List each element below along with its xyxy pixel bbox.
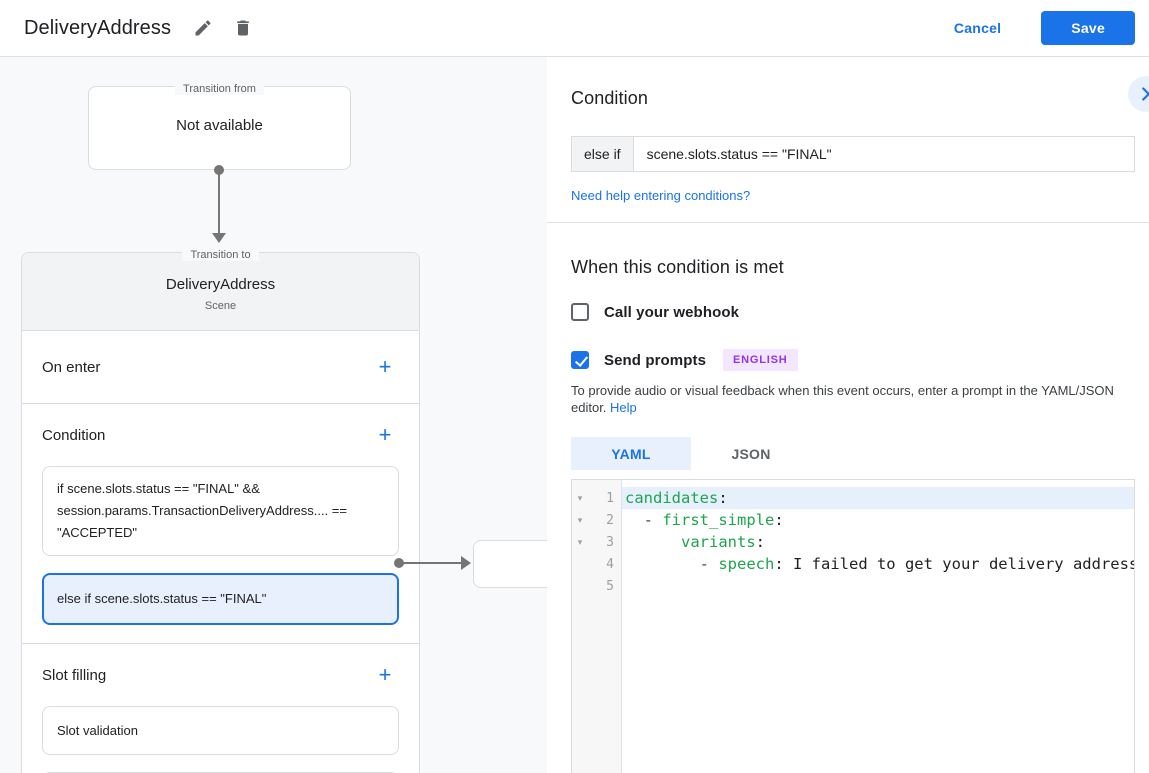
code-line: variants: bbox=[622, 531, 1134, 553]
send-prompts-label: Send prompts bbox=[604, 351, 707, 369]
language-badge: ENGLISH bbox=[723, 349, 798, 371]
scene-node-card: Transition to DeliveryAddress Scene On e… bbox=[21, 249, 420, 773]
fold-toggle-icon[interactable]: ▾ bbox=[577, 493, 583, 503]
condition-expression-input[interactable] bbox=[633, 137, 1134, 171]
send-prompts-checkbox[interactable] bbox=[571, 351, 589, 369]
scene-node-subtitle: Scene bbox=[204, 300, 237, 312]
prompts-help-link[interactable]: Help bbox=[610, 400, 637, 415]
transition-from-content: Not available bbox=[176, 117, 263, 134]
arrow-right-icon bbox=[461, 556, 471, 570]
slot-items: Slot validationTransactionDeliveryAddres… bbox=[42, 706, 399, 773]
condition-heading: Condition bbox=[571, 88, 648, 108]
gutter-row: 5 bbox=[572, 575, 621, 597]
gutter-row: ▾1 bbox=[572, 487, 621, 509]
condition-item[interactable]: if scene.slots.status == "FINAL" && sess… bbox=[42, 466, 399, 556]
arrow-down-icon bbox=[212, 233, 226, 243]
webhook-row: Call your webhook bbox=[571, 303, 1137, 321]
code-line: - speech: I failed to get your delivery … bbox=[622, 553, 1134, 575]
save-button[interactable]: Save bbox=[1041, 11, 1135, 45]
gutter-row: ▾3 bbox=[572, 531, 621, 553]
add-condition-button[interactable]: + bbox=[371, 421, 399, 449]
on-enter-section: On enter + bbox=[22, 331, 419, 404]
connector-line-vertical bbox=[218, 170, 220, 234]
code-segment: - bbox=[643, 511, 663, 529]
call-webhook-label: Call your webhook bbox=[604, 303, 740, 321]
line-number: 1 bbox=[606, 490, 614, 506]
page-title: DeliveryAddress bbox=[24, 16, 172, 39]
section-divider bbox=[547, 222, 1149, 223]
line-number: 5 bbox=[606, 578, 614, 594]
condition-section: Condition + if scene.slots.status == "FI… bbox=[22, 404, 419, 644]
main-area: Transition from Not available Transition… bbox=[0, 57, 1149, 773]
flow-diagram-pane: Transition from Not available Transition… bbox=[0, 57, 547, 773]
condition-section-label: Condition bbox=[42, 426, 106, 444]
line-number: 2 bbox=[606, 512, 614, 528]
prompts-description-text: To provide audio or visual feedback when… bbox=[571, 383, 1114, 415]
tab-json[interactable]: JSON bbox=[731, 445, 771, 462]
code-segment bbox=[625, 555, 700, 573]
add-slot-button[interactable]: + bbox=[371, 661, 399, 689]
transition-target-node[interactable] bbox=[473, 540, 547, 588]
transition-from-legend: Transition from bbox=[89, 79, 350, 97]
tab-yaml[interactable]: YAML bbox=[571, 437, 691, 470]
code-segment bbox=[625, 533, 681, 551]
slot-item[interactable]: Slot validation bbox=[42, 706, 399, 755]
gutter-row: 4 bbox=[572, 553, 621, 575]
edit-title-button[interactable] bbox=[185, 10, 221, 46]
when-condition-met-heading: When this condition is met bbox=[571, 257, 784, 277]
condition-editor-pane: Condition else if Need help entering con… bbox=[547, 57, 1149, 773]
code-line: candidates: bbox=[622, 487, 1134, 509]
code-segment: first_simple bbox=[662, 511, 775, 529]
code-segment: : bbox=[718, 489, 728, 507]
code-line: - first_simple: bbox=[622, 509, 1134, 531]
condition-input-group: else if bbox=[571, 136, 1135, 172]
top-bar: DeliveryAddress Cancel Save bbox=[0, 0, 1149, 57]
pencil-icon bbox=[195, 20, 211, 36]
line-number: 3 bbox=[606, 534, 614, 550]
fold-toggle-icon[interactable]: ▾ bbox=[577, 515, 583, 525]
condition-item-selected[interactable]: else if scene.slots.status == "FINAL" bbox=[42, 573, 399, 625]
gutter-row: ▾2 bbox=[572, 509, 621, 531]
code-segment: : bbox=[755, 533, 765, 551]
scene-node-title: DeliveryAddress bbox=[165, 276, 276, 293]
chevron-right-icon bbox=[1142, 87, 1149, 101]
editor-tabs: YAML JSON bbox=[571, 437, 1137, 470]
connector-line-horizontal bbox=[399, 562, 463, 564]
code-segment: : I failed to get your delivery address bbox=[774, 555, 1134, 573]
code-segment: candidates bbox=[625, 489, 719, 507]
call-webhook-checkbox[interactable] bbox=[571, 303, 589, 321]
scene-node-header[interactable]: DeliveryAddress Scene bbox=[22, 253, 419, 331]
code-segment: : bbox=[774, 511, 784, 529]
slot-filling-label: Slot filling bbox=[42, 666, 107, 684]
send-prompts-row: Send prompts ENGLISH bbox=[571, 349, 1137, 371]
code-line bbox=[622, 575, 1134, 597]
fold-toggle-icon[interactable]: ▾ bbox=[577, 537, 583, 547]
conditions-help-link[interactable]: Need help entering conditions? bbox=[571, 188, 751, 203]
cancel-button[interactable]: Cancel bbox=[936, 11, 1019, 45]
trash-icon bbox=[237, 20, 249, 36]
condition-items: if scene.slots.status == "FINAL" && sess… bbox=[42, 466, 399, 625]
transition-from-node: Transition from Not available bbox=[88, 83, 351, 170]
condition-prefix: else if bbox=[572, 137, 634, 171]
code-segment: - bbox=[699, 555, 719, 573]
code-segment: speech bbox=[718, 555, 775, 573]
editor-code-area[interactable]: candidates: - first_simple: variants: - … bbox=[622, 480, 1134, 773]
line-number: 4 bbox=[606, 556, 614, 572]
code-segment bbox=[625, 511, 644, 529]
add-on-enter-button[interactable]: + bbox=[371, 353, 399, 381]
code-segment: variants bbox=[681, 533, 756, 551]
delete-scene-button[interactable] bbox=[225, 10, 261, 46]
slot-filling-section: Slot filling + Slot validationTransactio… bbox=[22, 644, 419, 773]
on-enter-label: On enter bbox=[42, 358, 101, 376]
prompts-description: To provide audio or visual feedback when… bbox=[571, 382, 1137, 416]
